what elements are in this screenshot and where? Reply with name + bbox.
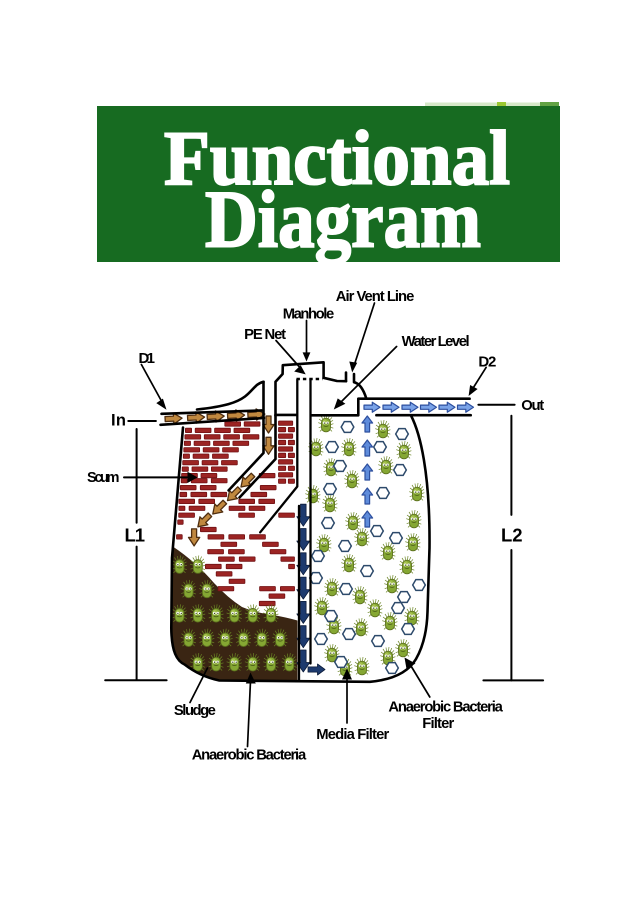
svg-text:Anaerobic Bacteria: Anaerobic Bacteria — [388, 700, 503, 716]
svg-text:Water Level: Water Level — [402, 334, 470, 350]
svg-text:Sludge: Sludge — [174, 703, 216, 719]
svg-text:L1: L1 — [125, 525, 146, 546]
svg-text:Anaerobic Bacteria: Anaerobic Bacteria — [192, 748, 307, 764]
svg-text:Air Vent Line: Air Vent Line — [336, 289, 415, 305]
svg-text:Functional: Functional — [164, 115, 510, 201]
svg-text:Scum: Scum — [87, 470, 120, 486]
svg-text:Filter: Filter — [422, 716, 454, 732]
svg-text:D1: D1 — [139, 350, 156, 367]
svg-text:PE Net: PE Net — [244, 327, 286, 343]
svg-text:L2: L2 — [501, 524, 523, 545]
svg-text:Diagram: Diagram — [205, 174, 481, 265]
svg-text:Manhole: Manhole — [283, 307, 335, 323]
svg-text:Media Filter: Media Filter — [316, 727, 389, 743]
svg-text:Out: Out — [521, 398, 544, 414]
svg-text:In: In — [111, 411, 126, 429]
svg-text:D2: D2 — [478, 353, 496, 370]
